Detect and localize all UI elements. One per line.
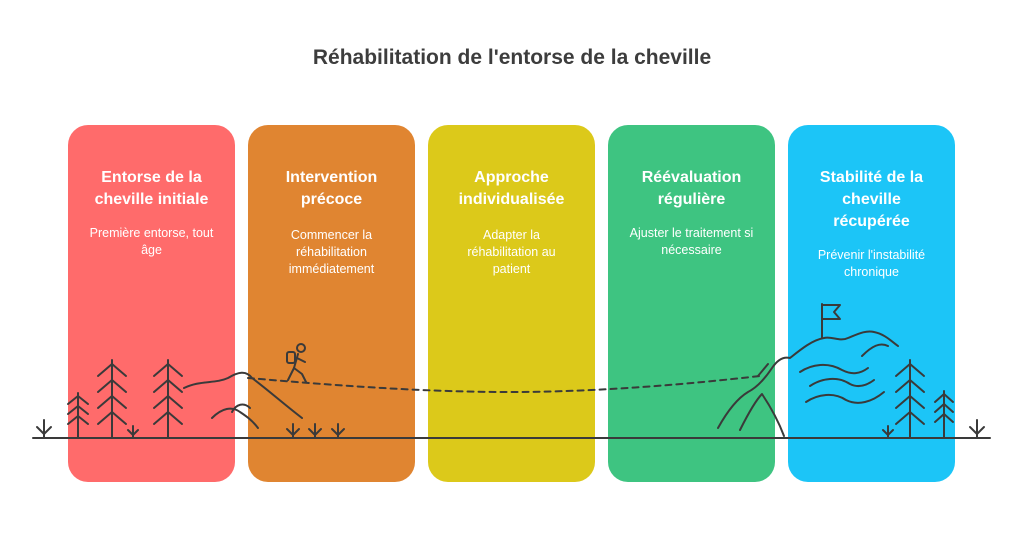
step-5-title-line: récupérée [833, 213, 910, 230]
mountain-icon [211, 407, 259, 429]
step-5-title-line: cheville [842, 191, 901, 208]
grass-icon [969, 419, 985, 439]
step-1-title-line: cheville initiale [94, 191, 209, 208]
tree-icon [895, 359, 925, 439]
mountain-icon [757, 363, 769, 377]
tree-icon [153, 359, 183, 439]
step-5-title-line: Stabilité de la [819, 169, 924, 186]
mountain-icon [805, 391, 885, 404]
step-2-description: Commencer la réhabilitation immédiatemen… [258, 227, 405, 278]
step-1-description: Première entorse, tout âge [78, 225, 225, 259]
page-title: Réhabilitation de l'entorse de la chevil… [312, 46, 712, 69]
step-2-desc-line: Commencer la [290, 228, 373, 242]
mountain-icon [809, 378, 875, 388]
step-1-title-line: Entorse de la [101, 169, 202, 186]
grass-icon [286, 423, 300, 439]
step-1-desc-line: Première entorse, tout [89, 226, 214, 240]
step-1-desc-line: âge [141, 243, 162, 257]
mountain-icon [861, 343, 889, 357]
step-1-title: Entorse de la cheville initiale [76, 167, 227, 211]
grass-icon [36, 419, 52, 439]
flag-icon [821, 303, 841, 339]
step-2-desc-line: réhabilitation [296, 245, 367, 259]
step-4-desc-line: Ajuster le traitement si [629, 226, 754, 240]
hiker-icon [286, 343, 307, 383]
step-card-3: Approche individualisée Adapter la réhab… [428, 125, 595, 482]
step-2-desc-line: immédiatement [288, 262, 375, 276]
step-2-title-line: Intervention [285, 169, 378, 186]
dashed-path [247, 375, 761, 393]
step-card-2: Intervention précoce Commencer la réhabi… [248, 125, 415, 482]
step-4-desc-line: nécessaire [661, 243, 722, 257]
step-3-title-line: individualisée [458, 191, 565, 208]
step-3-title-line: Approche [474, 169, 549, 186]
tree-icon [934, 390, 954, 439]
step-4-title-line: Réévaluation [641, 169, 742, 186]
step-4-description: Ajuster le traitement si nécessaire [618, 225, 765, 259]
grass-icon [308, 423, 322, 439]
mountain-icon [717, 330, 899, 429]
step-2-title-line: précoce [300, 191, 363, 208]
step-5-description: Prévenir l'instabilité chronique [798, 247, 945, 281]
grass-icon [331, 423, 345, 439]
step-3-title: Approche individualisée [436, 167, 587, 211]
tree-icon [97, 359, 127, 439]
step-4-title-line: régulière [657, 191, 726, 208]
mountain-icon [739, 393, 785, 437]
step-card-1: Entorse de la cheville initiale Première… [68, 125, 235, 482]
step-3-desc-line: Adapter la [483, 228, 540, 242]
step-5-title: Stabilité de la cheville récupérée [796, 167, 947, 233]
grass-icon [882, 425, 894, 439]
step-3-desc-line: réhabilitation au [467, 245, 556, 259]
step-5-desc-line: Prévenir l'instabilité [817, 248, 926, 262]
step-3-desc-line: patient [492, 262, 531, 276]
tree-icon [67, 392, 89, 439]
step-4-title: Réévaluation régulière [616, 167, 767, 211]
step-card-4: Réévaluation régulière Ajuster le traite… [608, 125, 775, 482]
mountain-icon [183, 371, 303, 419]
grass-icon [127, 425, 139, 439]
step-5-desc-line: chronique [844, 265, 899, 279]
step-2-title: Intervention précoce [256, 167, 407, 211]
step-3-description: Adapter la réhabilitation au patient [438, 227, 585, 278]
mountain-icon [231, 403, 251, 413]
mountain-icon [799, 364, 869, 375]
step-card-5: Stabilité de la cheville récupérée Préve… [788, 125, 955, 482]
